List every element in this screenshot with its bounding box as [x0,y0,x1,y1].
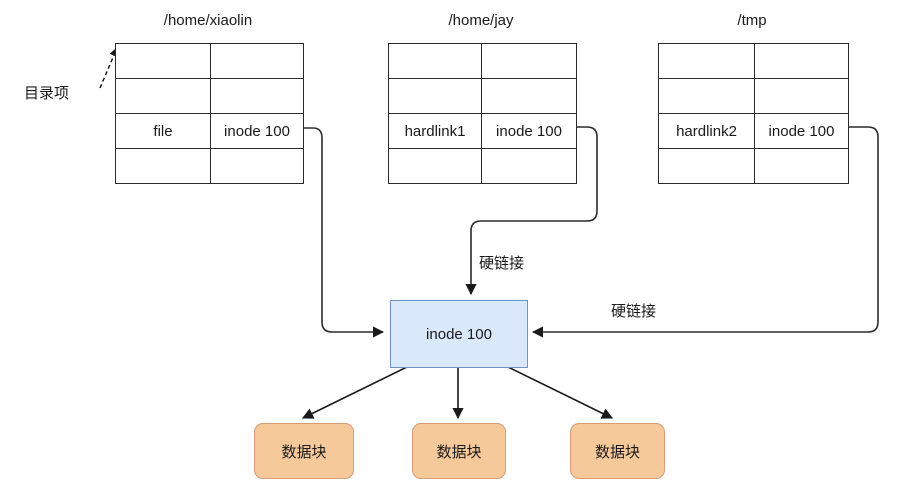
data-block-1: 数据块 [254,423,354,479]
table-row [658,148,849,184]
data-block-2: 数据块 [412,423,506,479]
table-row-highlighted: hardlink2 inode 100 [658,113,849,149]
cell-name [658,43,755,79]
dir-title-home-jay: /home/jay [448,12,514,29]
cell-inode-hardlink2: inode 100 [754,113,849,149]
cell-inode [210,148,304,184]
table-row [388,148,577,184]
cell-inode [754,43,849,79]
cell-inode-file: inode 100 [210,113,304,149]
cell-inode [210,78,304,114]
cell-name [388,78,482,114]
inode-node: inode 100 [390,300,528,368]
edge-xiaolin-to-inode [301,127,385,338]
cell-name [115,148,211,184]
dir-table-home-xiaolin: file inode 100 [115,43,304,184]
cell-inode [210,43,304,79]
table-row [115,78,304,114]
table-row [388,78,577,114]
cell-inode [481,148,577,184]
cell-name-hardlink2: hardlink2 [658,113,755,149]
cell-inode [754,78,849,114]
cell-name [388,148,482,184]
edge-inode-to-block-3 [505,365,614,419]
table-row [388,43,577,79]
directory-entry-label: 目录项 [24,85,70,102]
data-block-3: 数据块 [570,423,665,479]
edge-label-hardlink-right: 硬链接 [611,303,657,320]
cell-inode-hardlink1: inode 100 [481,113,577,149]
dir-title-tmp: /tmp [737,12,767,29]
cell-name [388,43,482,79]
cell-name [658,148,755,184]
cell-name-file: file [115,113,211,149]
cell-name [115,43,211,79]
dir-table-tmp: hardlink2 inode 100 [658,43,849,184]
table-row-highlighted: hardlink1 inode 100 [388,113,577,149]
table-row [115,43,304,79]
table-row [115,148,304,184]
cell-inode [481,43,577,79]
table-row [658,43,849,79]
cell-name [115,78,211,114]
table-row-highlighted: file inode 100 [115,113,304,149]
dir-table-home-jay: hardlink1 inode 100 [388,43,577,184]
cell-name-hardlink1: hardlink1 [388,113,482,149]
edge-inode-to-block-1 [301,365,410,419]
cell-name [658,78,755,114]
cell-inode [481,78,577,114]
edge-label-hardlink-center: 硬链接 [479,255,525,272]
table-row [658,78,849,114]
cell-inode [754,148,849,184]
dir-title-home-xiaolin: /home/xiaolin [163,12,253,29]
